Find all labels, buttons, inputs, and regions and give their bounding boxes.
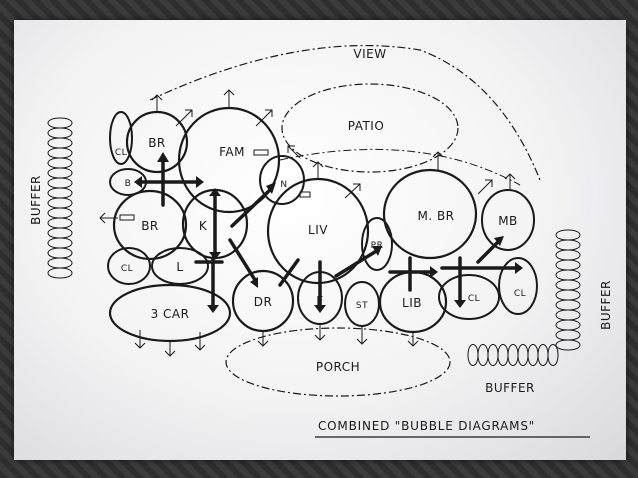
connection-arrows [140, 158, 517, 307]
st-label: ST [356, 301, 368, 311]
dr-label: DR [254, 295, 273, 309]
view-label: VIEW [353, 47, 386, 61]
buffer-left-coil [47, 117, 73, 279]
outward-arrows [99, 89, 516, 357]
cl-right1-label: CL [468, 294, 480, 304]
patio-label: PATIO [348, 119, 385, 133]
br-mid-label: BR [141, 219, 159, 233]
patio-bubble [281, 83, 459, 173]
diagram-caption: COMBINED "BUBBLE DIAGRAMS" [318, 419, 535, 433]
mb-label: MB [498, 214, 518, 228]
l-bubble [151, 247, 209, 285]
cl-left-bubble [107, 247, 151, 285]
cl-right2-label: CL [514, 289, 526, 299]
mbr-label: M. BR [417, 209, 454, 223]
n-label: N [280, 180, 287, 190]
arrowheads [134, 152, 523, 313]
buffer-bottom-coil [467, 344, 559, 366]
fam-label: FAM [219, 145, 245, 159]
paper-sheet [14, 20, 626, 460]
lib-label: LIB [402, 296, 422, 310]
br-mid-bubble [112, 189, 188, 261]
mbr-bubble [382, 168, 478, 260]
car3-label: 3 CAR [151, 307, 190, 321]
liv-label: LIV [308, 223, 328, 237]
br-top-label: BR [148, 136, 166, 150]
door-symbols [119, 149, 311, 221]
buffer-bottom-label: BUFFER [485, 381, 535, 395]
patio-extension [279, 148, 521, 186]
porch-bubble [225, 327, 451, 397]
cl-left-label: CL [121, 264, 133, 274]
b-label: B [125, 179, 132, 189]
pr-bubble [361, 217, 393, 271]
buffer-right-coil [555, 229, 581, 351]
k-label: K [199, 219, 208, 233]
cl-right2-bubble [498, 257, 538, 315]
porch-label: PORCH [316, 360, 360, 374]
pr-label: PR [371, 241, 384, 251]
l-label: L [176, 260, 183, 274]
cl-top-bubble [109, 111, 133, 165]
buffer-left-label: BUFFER [29, 175, 43, 225]
cl-top-label: CL [115, 148, 127, 158]
f-label: F [316, 294, 323, 308]
cl-right1-bubble [438, 274, 500, 320]
mb-bubble [481, 189, 535, 251]
buffer-right-label: BUFFER [599, 280, 613, 330]
